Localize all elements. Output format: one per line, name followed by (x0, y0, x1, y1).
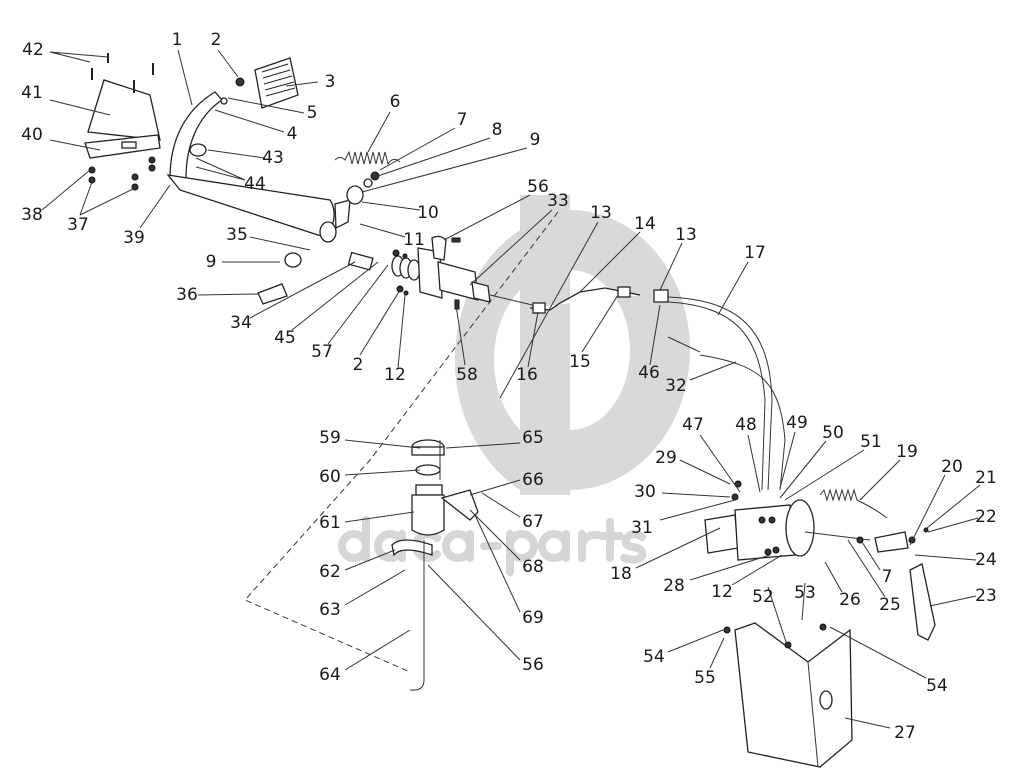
callout-label: 19 (896, 442, 918, 462)
pedal-assembly (166, 57, 351, 305)
callout-label: 41 (21, 83, 43, 103)
bracket-plate (84, 53, 161, 191)
callout-label: 37 (67, 215, 89, 235)
callout-label: 36 (176, 285, 198, 305)
callout-label: 8 (492, 120, 503, 140)
callout-labels: 42 1 2 3 41 5 4 6 7 8 9 40 43 44 38 37 3… (21, 30, 997, 743)
callout-label: 54 (643, 647, 665, 667)
callout-label: 58 (456, 365, 478, 385)
callout-label: 7 (457, 110, 468, 130)
callout-label: 13 (590, 203, 612, 223)
callout-label: 2 (211, 30, 222, 50)
callout-label: 25 (879, 595, 901, 615)
callout-label: 66 (522, 470, 544, 490)
callout-label: 45 (274, 328, 296, 348)
callout-label: 69 (522, 608, 544, 628)
callout-label: 56 (527, 177, 549, 197)
reservoir (391, 439, 479, 691)
return-spring (334, 150, 401, 205)
callout-label: 16 (516, 365, 538, 385)
callout-label: 12 (711, 582, 733, 602)
callout-label: 9 (530, 130, 541, 150)
callout-label: 60 (319, 467, 341, 487)
callout-label: 39 (123, 228, 145, 248)
callout-label: 53 (794, 583, 816, 603)
callout-label: 40 (21, 125, 43, 145)
callout-label: 46 (638, 363, 660, 383)
callout-label: 57 (311, 342, 333, 362)
callout-label: 44 (244, 174, 266, 194)
callout-label: 33 (547, 191, 569, 211)
callout-label: 11 (403, 230, 425, 250)
callout-label: 47 (682, 415, 704, 435)
callout-label: 14 (634, 214, 656, 234)
callout-label: 63 (319, 600, 341, 620)
callout-label: 43 (262, 148, 284, 168)
callout-label: 49 (786, 413, 808, 433)
callout-label: 17 (744, 243, 766, 263)
callout-label: 15 (569, 352, 591, 372)
hydraulic-lines (529, 286, 786, 491)
callout-label: 12 (384, 365, 406, 385)
callout-label: 32 (665, 376, 687, 396)
callout-label: 7 (882, 567, 893, 587)
callout-label: 28 (663, 576, 685, 596)
callout-label: 24 (975, 550, 997, 570)
callout-label: 18 (610, 564, 632, 584)
leader-lines (41, 49, 981, 729)
callout-label: 35 (226, 225, 248, 245)
callout-label: 51 (860, 432, 882, 452)
callout-label: 54 (926, 676, 948, 696)
watermark-logo (338, 195, 690, 576)
callout-label: 56 (522, 655, 544, 675)
callout-label: 1 (172, 30, 183, 50)
callout-label: 38 (21, 205, 43, 225)
callout-label: 50 (822, 423, 844, 443)
callout-label: 20 (941, 457, 963, 477)
callout-label: 26 (839, 590, 861, 610)
callout-label: 5 (307, 103, 318, 123)
callout-label: 2 (353, 355, 364, 375)
callout-label: 3 (325, 72, 336, 92)
clutch-booster (704, 480, 936, 768)
callout-label: 31 (631, 518, 653, 538)
callout-label: 10 (417, 203, 439, 223)
callout-label: 27 (894, 723, 916, 743)
callout-label: 29 (655, 448, 677, 468)
callout-label: 13 (675, 225, 697, 245)
watermark-lettering (338, 516, 647, 576)
master-cylinder (347, 235, 546, 310)
callout-label: 62 (319, 562, 341, 582)
callout-label: 4 (287, 124, 298, 144)
callout-label: 48 (735, 415, 757, 435)
callout-label: 6 (390, 92, 401, 112)
callout-label: 67 (522, 512, 544, 532)
callout-label: 9 (206, 252, 217, 272)
callout-label: 23 (975, 586, 997, 606)
callout-label: 34 (230, 313, 252, 333)
callout-label: 21 (975, 468, 997, 488)
callout-label: 22 (975, 507, 997, 527)
callout-label: 65 (522, 428, 544, 448)
callout-label: 42 (22, 40, 44, 60)
dashed-guide-line (244, 211, 559, 673)
callout-label: 61 (319, 513, 341, 533)
callout-label: 52 (752, 587, 774, 607)
callout-label: 30 (634, 482, 656, 502)
callout-label: 55 (694, 668, 716, 688)
callout-label: 59 (319, 428, 341, 448)
callout-label: 68 (522, 557, 544, 577)
callout-label: 64 (319, 665, 341, 685)
